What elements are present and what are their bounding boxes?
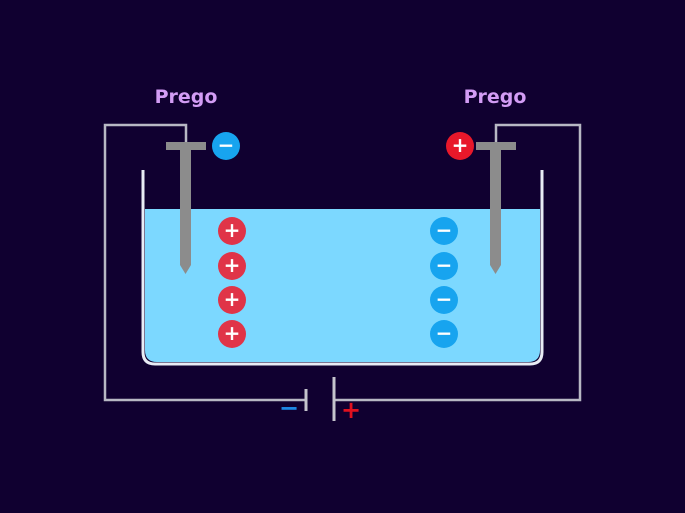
cation: + bbox=[218, 252, 246, 280]
battery-positive-sign: + bbox=[341, 396, 362, 424]
cation: + bbox=[218, 217, 246, 245]
electrode-label-left: Prego bbox=[154, 86, 218, 108]
electrode-charge-right: + bbox=[446, 132, 474, 160]
battery-negative-sign: − bbox=[279, 394, 300, 422]
electrode-charge-left: − bbox=[212, 132, 240, 160]
nail-left bbox=[166, 142, 206, 274]
cation: + bbox=[218, 320, 246, 348]
anion: − bbox=[430, 252, 458, 280]
wire-left bbox=[103, 123, 306, 402]
nail-right bbox=[476, 142, 516, 274]
anion: − bbox=[430, 320, 458, 348]
cation: + bbox=[218, 286, 246, 314]
anion: − bbox=[430, 286, 458, 314]
anion: − bbox=[430, 217, 458, 245]
wire-right bbox=[334, 123, 582, 402]
electrolyte-solution bbox=[145, 209, 540, 362]
beaker bbox=[141, 170, 544, 366]
electrode-label-right: Prego bbox=[463, 86, 527, 108]
